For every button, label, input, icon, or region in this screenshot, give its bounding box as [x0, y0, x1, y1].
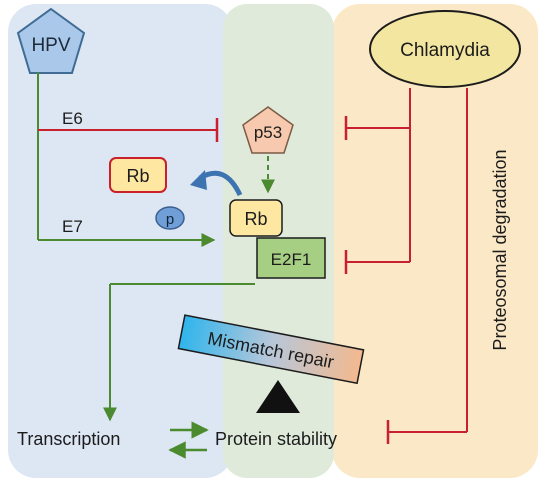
e7-label: E7	[62, 217, 83, 236]
e2f1-label: E2F1	[271, 250, 312, 269]
mismatch-repair-bar	[177, 314, 365, 385]
hpv-label: HPV	[31, 35, 70, 56]
rb-release-arrowhead-icon	[190, 170, 207, 190]
rb-bound-node	[229, 199, 283, 237]
p53-label: p53	[254, 123, 282, 142]
e2f1-node	[256, 237, 326, 279]
hpv-node	[16, 7, 86, 74]
phosphate-node	[155, 206, 185, 230]
right-panel	[332, 4, 538, 478]
protein-stability-label: Protein stability	[215, 429, 337, 449]
proteosomal-degradation-label: Proteosomal degradation	[490, 149, 510, 350]
p53-node	[242, 106, 294, 154]
chlamydia-node	[369, 10, 521, 88]
rb-free-label: Rb	[126, 166, 149, 186]
seesaw-fulcrum-icon	[256, 380, 300, 413]
transcription-label: Transcription	[17, 429, 120, 449]
rb-bound-label: Rb	[244, 209, 267, 229]
e6-label: E6	[62, 109, 83, 128]
rb-free-node	[109, 157, 167, 193]
chlamydia-label: Chlamydia	[400, 40, 490, 61]
phosphate-label: p	[166, 211, 174, 228]
